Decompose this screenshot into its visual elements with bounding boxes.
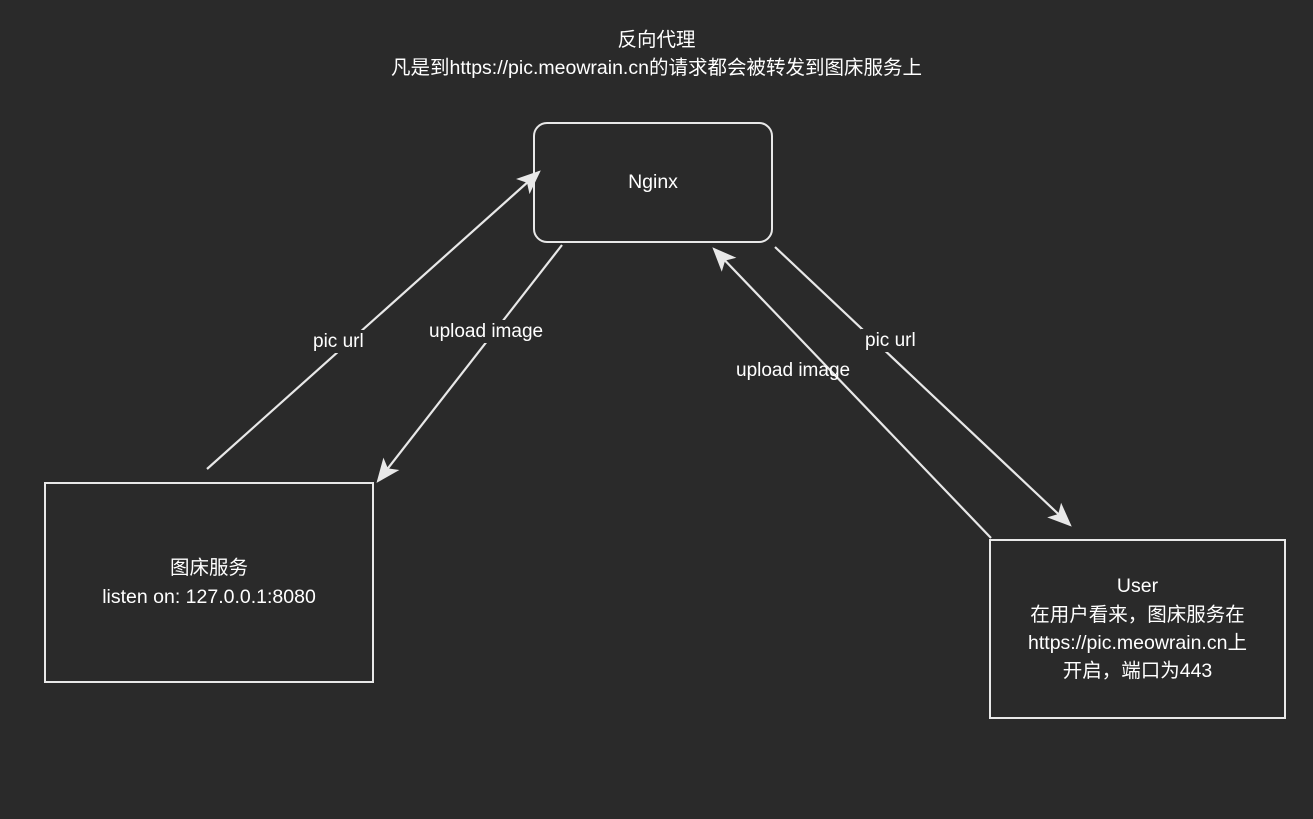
node-image-service[interactable]: 图床服务 listen on: 127.0.0.1:8080 <box>44 482 374 683</box>
edge-nginx-to-user <box>774 246 1072 527</box>
node-user-desc-line-2: https://pic.meowrain.cn上 <box>1028 632 1247 654</box>
diagram-subtitle: 凡是到https://pic.meowrain.cn的请求都会被转发到图床服务上 <box>391 56 922 79</box>
edge-label-image-service-to-nginx: pic url <box>309 330 368 353</box>
node-image-service-title: 图床服务 <box>169 557 248 580</box>
edge-label-nginx-to-user: pic url <box>861 329 920 352</box>
node-image-service-listen: listen on: 127.0.0.1:8080 <box>102 585 316 608</box>
node-nginx-label: Nginx <box>628 171 678 194</box>
node-nginx[interactable]: Nginx <box>533 122 773 243</box>
edge-label-user-to-nginx: upload image <box>736 360 851 381</box>
diagram-title-block: 反向代理 凡是到https://pic.meowrain.cn的请求都会被转发到… <box>0 27 1313 82</box>
edge-user-to-nginx <box>712 247 992 539</box>
edge-label-nginx-to-image-service: upload image <box>425 320 548 343</box>
node-user-title: User <box>1116 575 1159 598</box>
diagram-title: 反向代理 <box>617 29 696 51</box>
node-user-desc-line-1: 在用户看来，图床服务在 <box>1030 603 1245 626</box>
node-user[interactable]: User 在用户看来，图床服务在 https://pic.meowrain.cn… <box>989 539 1286 719</box>
node-user-desc-line-3: 开启，端口为443 <box>1062 660 1213 683</box>
edge-nginx-to-image-service <box>376 244 563 483</box>
